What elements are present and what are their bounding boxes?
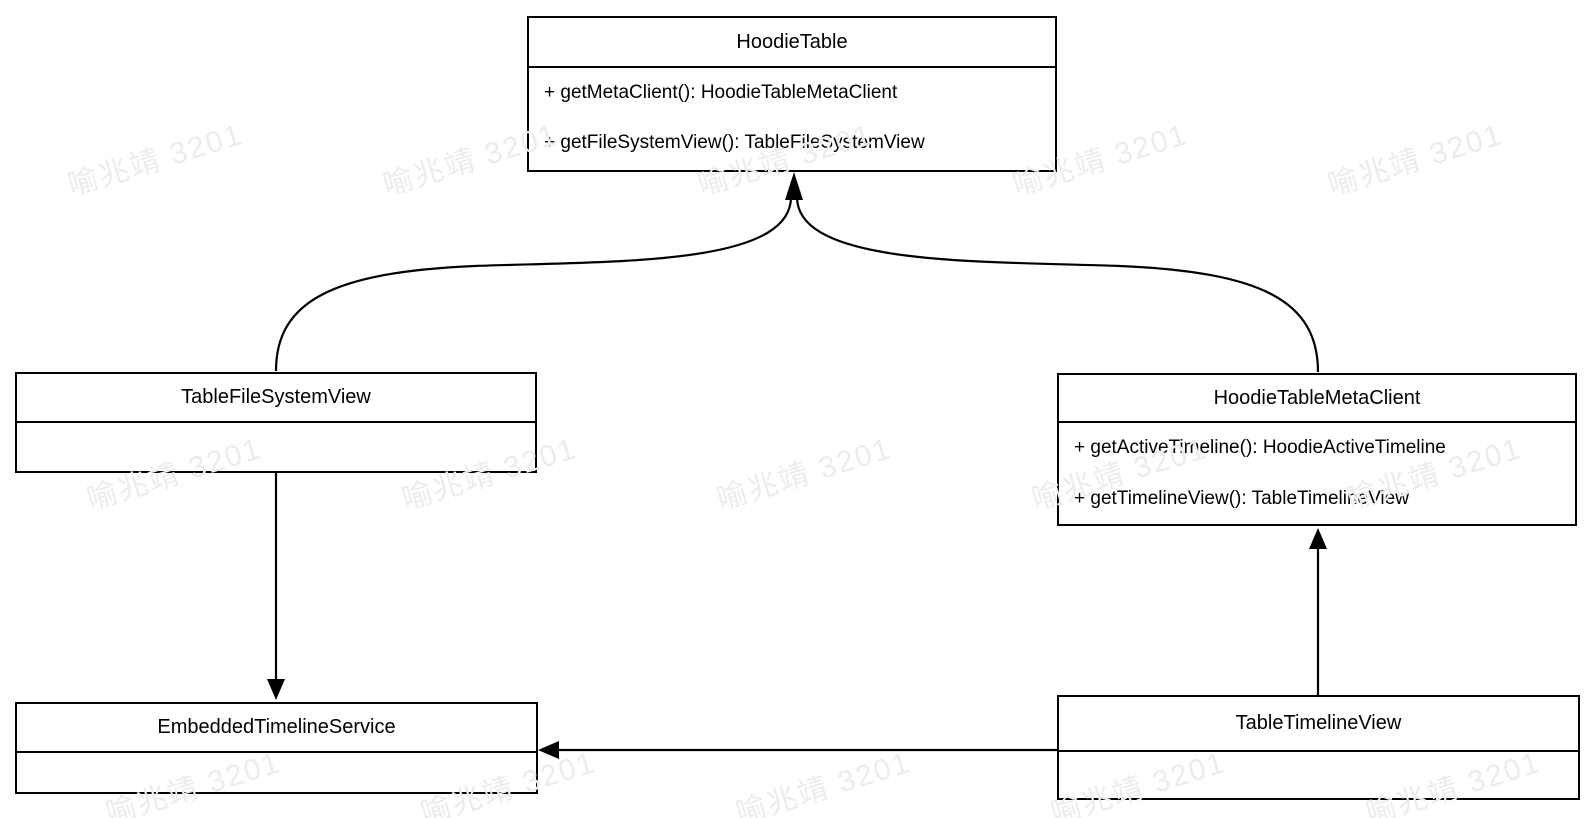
class-title-hoodietable: HoodieTable <box>529 18 1055 68</box>
class-box-tabletimelineview: TableTimelineView <box>1057 695 1580 800</box>
class-box-hoodietablemetaclient: HoodieTableMetaClient + getActiveTimelin… <box>1057 373 1577 526</box>
method-getactivetimeline: + getActiveTimeline(): HoodieActiveTimel… <box>1074 437 1446 459</box>
class-title-tabletimelineview: TableTimelineView <box>1059 697 1578 752</box>
class-box-tablefilesystemview: TableFileSystemView <box>15 372 537 473</box>
class-box-hoodietable: HoodieTable + getMetaClient(): HoodieTab… <box>527 16 1057 172</box>
connector-tablefilesystemview-to-hoodietable <box>274 196 793 372</box>
arrowhead-down-embeddedtimelineservice-icon <box>267 679 285 700</box>
class-body-hoodietable: + getMetaClient(): HoodieTableMetaClient… <box>529 68 1055 168</box>
class-body-hoodietablemetaclient: + getActiveTimeline(): HoodieActiveTimel… <box>1059 423 1575 524</box>
class-title-hoodietablemetaclient: HoodieTableMetaClient <box>1059 375 1575 423</box>
method-getmetaclient: + getMetaClient(): HoodieTableMetaClient <box>544 82 898 103</box>
arrowhead-up-hoodietable-icon <box>785 172 803 200</box>
arrowhead-left-embeddedtimelineservice-icon <box>538 741 559 759</box>
method-getfilesystemview: + getFileSystemView(): TableFileSystemVi… <box>544 132 925 153</box>
method-gettimelineview: + getTimelineView(): TableTimelineView <box>1074 487 1409 509</box>
class-body-embeddedtimelineservice <box>17 753 536 792</box>
class-body-tablefilesystemview <box>17 423 535 471</box>
class-title-tablefilesystemview: TableFileSystemView <box>17 374 535 423</box>
class-title-embeddedtimelineservice: EmbeddedTimelineService <box>17 704 536 753</box>
connector-hoodietablemetaclient-to-hoodietable <box>795 196 1320 373</box>
class-body-tabletimelineview <box>1059 752 1578 798</box>
arrowhead-up-hoodietablemetaclient-icon <box>1309 528 1327 549</box>
class-box-embeddedtimelineservice: EmbeddedTimelineService <box>15 702 538 794</box>
